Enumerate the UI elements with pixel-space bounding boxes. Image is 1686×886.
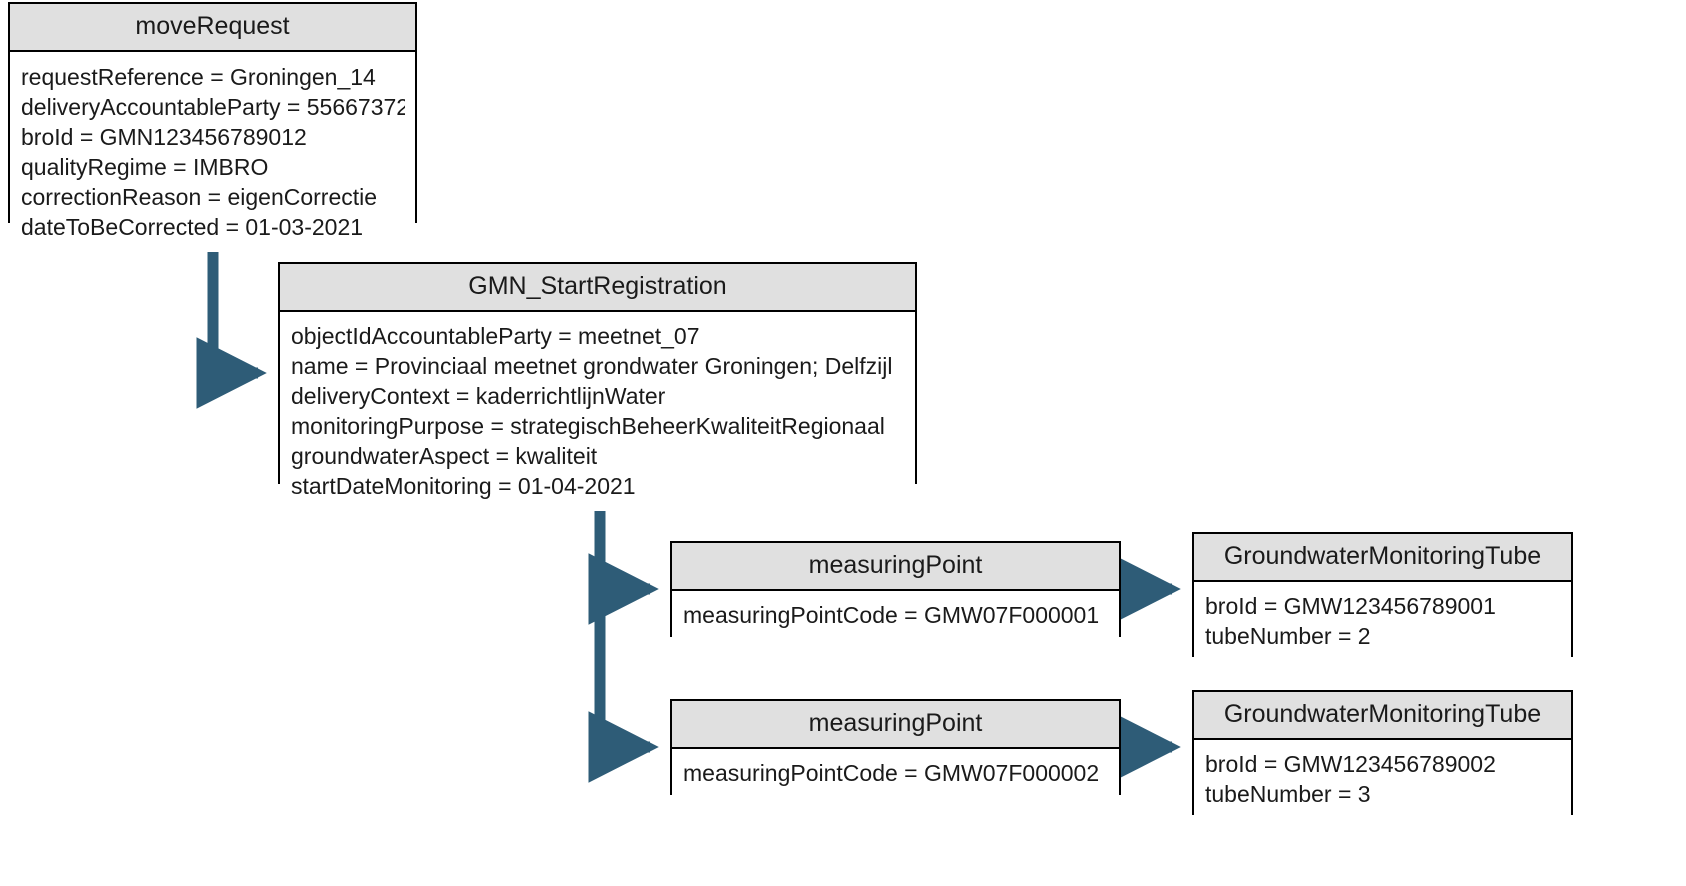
object-box-title-measuring-point-2: measuringPoint	[672, 701, 1119, 749]
attribute-row: broId = GMW123456789002	[1205, 751, 1496, 777]
attribute-row: monitoringPurpose = strategischBeheerKwa…	[291, 413, 885, 439]
object-box-attributes-move-request: requestReference = Groningen_14 delivery…	[10, 52, 415, 252]
attribute-row: tubeNumber = 2	[1205, 623, 1371, 649]
attribute-row: tubeNumber = 3	[1205, 781, 1371, 807]
object-box-attributes-groundwater-monitoring-tube-2: broId = GMW123456789002 tubeNumber = 3	[1194, 740, 1571, 819]
attribute-row: startDateMonitoring = 01-04-2021	[291, 473, 636, 499]
connector-gmn-start-to-measuring-point-2	[588, 484, 659, 783]
attribute-row: correctionReason = eigenCorrectie	[21, 184, 378, 210]
object-box-title-move-request: moveRequest	[10, 4, 415, 52]
attribute-row: broId = GMW123456789001	[1205, 593, 1496, 619]
object-box-groundwater-monitoring-tube-2[interactable]: GroundwaterMonitoringTube broId = GMW123…	[1192, 690, 1573, 819]
object-box-measuring-point-1[interactable]: measuringPoint measuringPointCode = GMW0…	[670, 541, 1121, 640]
object-box-move-request[interactable]: moveRequest requestReference = Groningen…	[8, 2, 417, 252]
attribute-row: dateToBeCorrected = 01-03-2021	[21, 214, 364, 240]
attribute-row: measuringPointCode = GMW07F000001	[683, 602, 1100, 628]
attribute-row: deliveryAccountableParty = 55667372	[21, 94, 405, 120]
attribute-row: deliveryContext = kaderrichtlijnWater	[291, 383, 666, 409]
object-box-measuring-point-2[interactable]: measuringPoint measuringPointCode = GMW0…	[670, 699, 1121, 798]
object-box-attributes-measuring-point-1: measuringPointCode = GMW07F000001	[672, 591, 1119, 640]
object-box-title-measuring-point-1: measuringPoint	[672, 543, 1119, 591]
object-box-title-groundwater-monitoring-tube-1: GroundwaterMonitoringTube	[1194, 534, 1571, 582]
object-box-attributes-gmn-start-registration: objectIdAccountableParty = meetnet_07 na…	[280, 312, 915, 511]
attribute-row: requestReference = Groningen_14	[21, 64, 376, 90]
attribute-row: qualityRegime = IMBRO	[21, 154, 269, 180]
object-box-gmn-start-registration[interactable]: GMN_StartRegistration objectIdAccountabl…	[278, 262, 917, 511]
object-box-attributes-measuring-point-2: measuringPointCode = GMW07F000002	[672, 749, 1119, 798]
attribute-row: objectIdAccountableParty = meetnet_07	[291, 323, 700, 349]
attribute-row: name = Provinciaal meetnet grondwater Gr…	[291, 353, 893, 379]
object-box-title-groundwater-monitoring-tube-2: GroundwaterMonitoringTube	[1194, 692, 1571, 740]
attribute-row: groundwaterAspect = kwaliteit	[291, 443, 598, 469]
object-box-title-gmn-start-registration: GMN_StartRegistration	[280, 264, 915, 312]
attribute-row: broId = GMN123456789012	[21, 124, 307, 150]
attribute-row: measuringPointCode = GMW07F000002	[683, 760, 1100, 786]
object-box-groundwater-monitoring-tube-1[interactable]: GroundwaterMonitoringTube broId = GMW123…	[1192, 532, 1573, 661]
object-box-attributes-groundwater-monitoring-tube-1: broId = GMW123456789001 tubeNumber = 2	[1194, 582, 1571, 661]
